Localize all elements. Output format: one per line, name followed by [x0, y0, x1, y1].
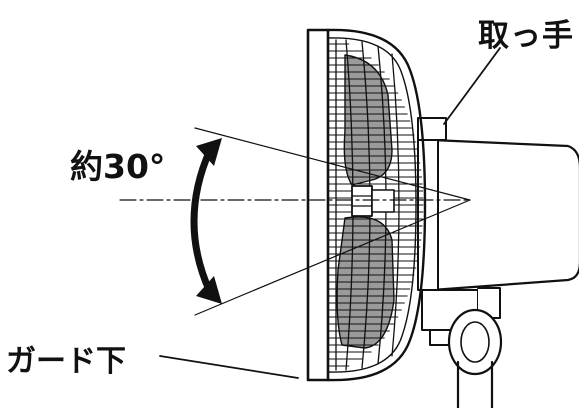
- double-headed-curved-arrow-icon: [190, 138, 222, 304]
- fan-guard-front: [306, 28, 330, 382]
- handle-label: 取っ手: [478, 18, 574, 54]
- motor-housing: [417, 117, 579, 292]
- fan-guard-wires: [327, 43, 424, 367]
- handle-leader: [443, 47, 501, 125]
- tilt-reference-lines: [119, 127, 471, 316]
- fan-stand: [421, 287, 503, 410]
- guard-lower-label: ガード下: [6, 344, 126, 379]
- fan-hub: [351, 185, 395, 217]
- tilt-angle-label: 約30°: [70, 147, 166, 186]
- guard-lower-leader: [159, 355, 299, 379]
